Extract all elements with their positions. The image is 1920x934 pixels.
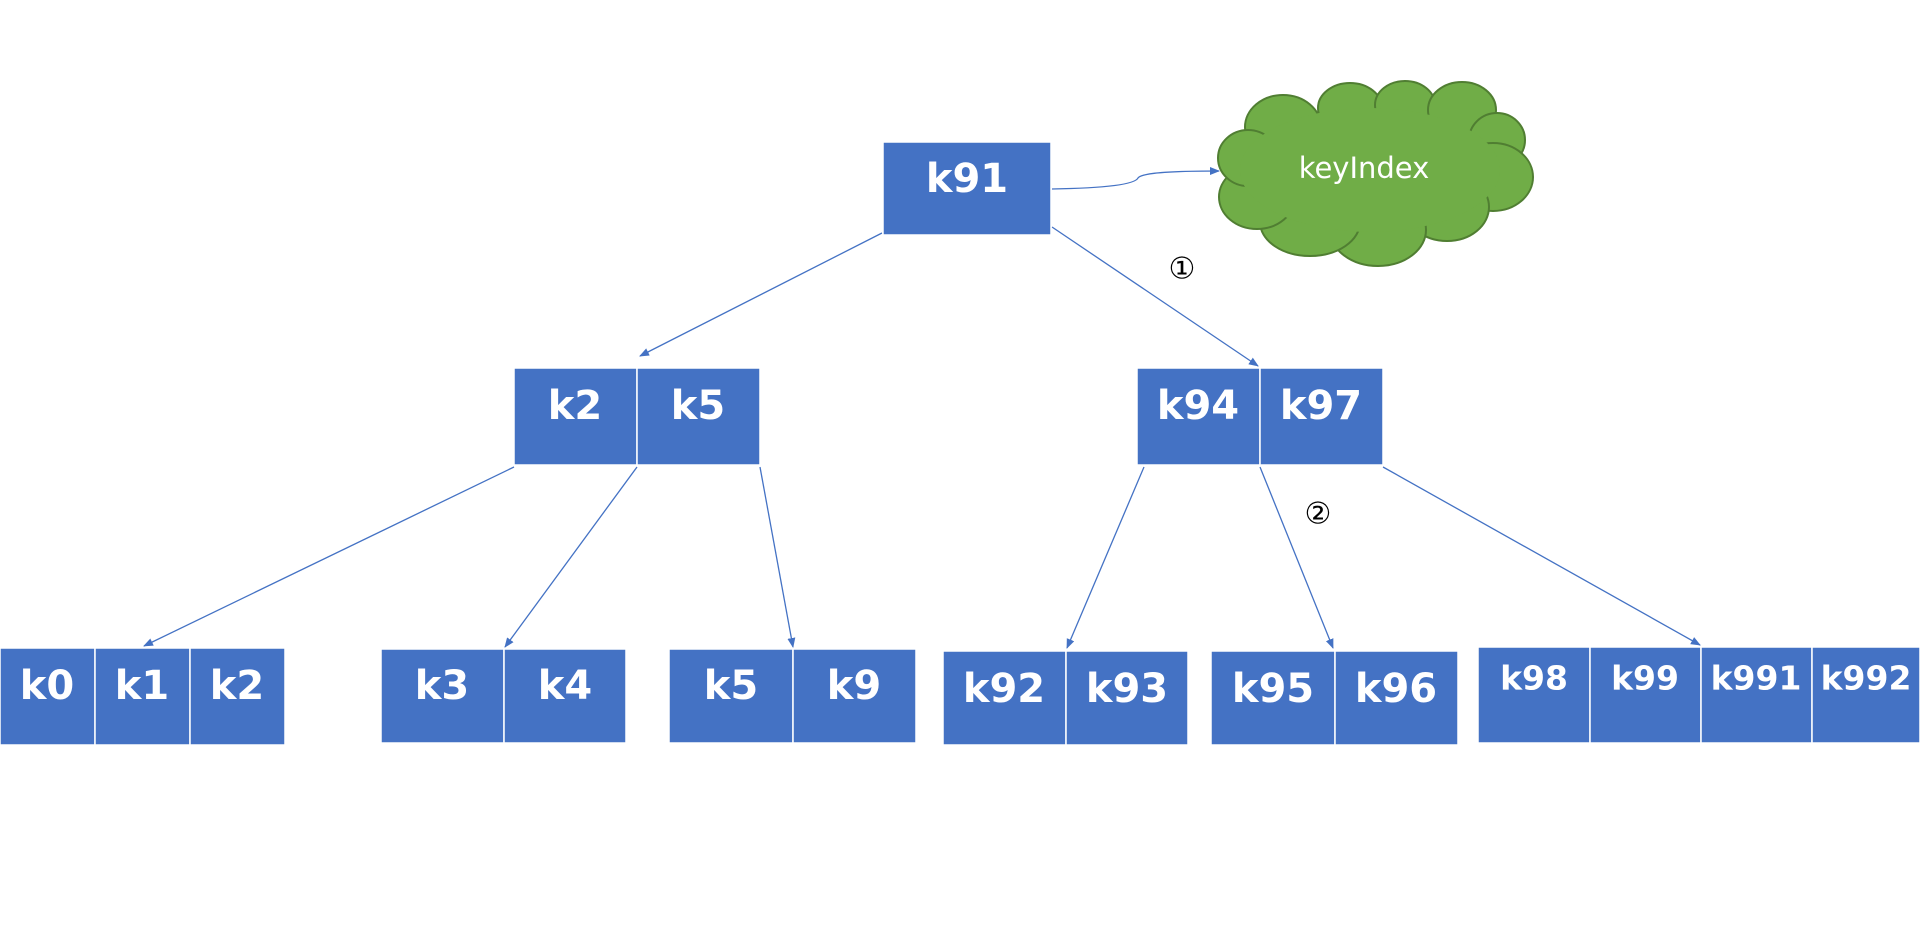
node-leaf-1: k0 k1 k2	[0, 647, 286, 746]
key-label: k94	[1157, 383, 1239, 429]
key-label: k4	[538, 663, 592, 709]
key-cell	[503, 648, 627, 744]
key-cell	[792, 648, 917, 744]
key-label: k3	[415, 663, 469, 709]
key-cell	[1477, 646, 1591, 744]
node-internal-right: k94 k97	[1136, 367, 1384, 466]
key-label: k95	[1232, 666, 1314, 712]
keyindex-cloud: keyIndex	[1217, 80, 1534, 267]
node-leaf-4: k92 k93	[942, 650, 1189, 746]
key-cell	[1259, 367, 1384, 466]
edge-root-to-keyindex	[1051, 167, 1220, 190]
key-label: k9	[827, 663, 881, 709]
key-cell	[636, 367, 761, 466]
keyindex-label: keyIndex	[1299, 151, 1430, 185]
key-cell	[1210, 650, 1336, 746]
key-label: k0	[20, 663, 74, 709]
key-cell	[882, 141, 1052, 236]
key-cell	[94, 647, 191, 746]
key-cell	[1136, 367, 1261, 466]
key-cell	[0, 647, 96, 746]
key-cell	[189, 647, 286, 746]
key-label: k2	[548, 383, 602, 429]
key-label: k97	[1280, 383, 1362, 429]
node-leaf-2: k3 k4	[380, 648, 627, 744]
edge-k5-to-leaf-3	[759, 466, 796, 648]
key-label: k96	[1355, 666, 1437, 712]
key-cell	[513, 367, 638, 466]
cloud-shape-icon	[1217, 80, 1534, 267]
key-label: k5	[671, 383, 725, 429]
key-label: k1	[115, 663, 169, 709]
edge-root-to-internal-left	[639, 232, 883, 357]
key-cell	[942, 650, 1067, 746]
key-cell	[1589, 646, 1702, 744]
node-leaf-5: k95 k96	[1210, 650, 1459, 746]
step-marker-1: ①	[1169, 252, 1196, 287]
step-marker-2: ②	[1305, 497, 1332, 532]
key-label: k992	[1821, 659, 1912, 698]
key-label: k5	[704, 663, 758, 709]
key-label: k991	[1711, 659, 1802, 698]
edge-k2k5-to-leaf-2	[504, 466, 638, 648]
key-cell	[1700, 646, 1813, 744]
edges	[143, 167, 1701, 649]
edge-k2-to-leaf-1	[143, 466, 515, 647]
edge-k94-to-leaf-4	[1066, 466, 1145, 649]
edge-root-to-internal-right	[1051, 226, 1259, 367]
edge-k94k97-to-leaf-5	[1259, 466, 1334, 649]
key-cell	[668, 648, 794, 744]
key-cell	[1065, 650, 1189, 746]
key-label: k93	[1086, 666, 1168, 712]
edge-k97-to-leaf-6	[1382, 466, 1701, 646]
key-cell	[1334, 650, 1459, 746]
node-root: k91	[882, 141, 1052, 236]
key-cell	[1811, 646, 1920, 744]
key-label: k2	[210, 663, 264, 709]
key-label: k91	[926, 156, 1008, 202]
key-label: k92	[963, 666, 1045, 712]
node-leaf-3: k5 k9	[668, 648, 917, 744]
key-label: k98	[1500, 659, 1568, 698]
key-label: k99	[1611, 659, 1679, 698]
node-leaf-6: k98 k99 k991 k992	[1477, 646, 1920, 744]
node-internal-left: k2 k5	[513, 367, 761, 466]
